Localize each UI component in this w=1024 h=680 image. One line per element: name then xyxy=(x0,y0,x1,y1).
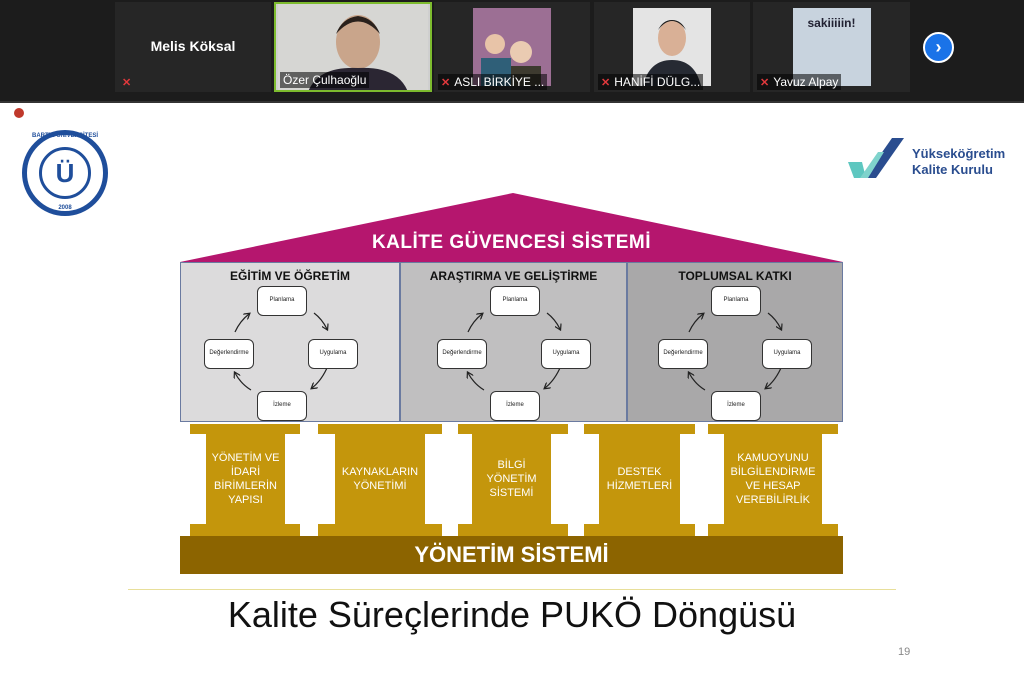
recording-indicator-icon xyxy=(14,108,24,118)
cycle-arrows-icon xyxy=(658,312,813,391)
roof xyxy=(180,193,843,262)
pillar-cap xyxy=(458,424,568,434)
panel-community: TOPLUMSAL KATKI Planlama Değerlendirme U… xyxy=(627,262,843,422)
pillar-base xyxy=(584,524,695,536)
cycle-arrows-icon xyxy=(204,312,359,391)
participant-strip: Melis Köksal ✕ Özer Çulhaoğlu ✕ASLI BİRK… xyxy=(0,0,1024,103)
foundation: YÖNETİM SİSTEMİ xyxy=(180,536,843,574)
participant-name: Yavuz Alpay xyxy=(773,75,839,89)
cycle-step-plan: Planlama xyxy=(490,286,540,316)
pillar-base xyxy=(190,524,300,536)
participant-tile[interactable]: sakiiiiin! ✕Yavuz Alpay xyxy=(753,2,910,92)
divider xyxy=(128,589,896,590)
cycle-step-plan: Planlama xyxy=(257,286,307,316)
participant-name: Özer Çulhaoğlu xyxy=(283,73,367,87)
logo-year: 2008 xyxy=(58,205,72,211)
muted-mic-icon: ✕ xyxy=(601,77,611,89)
pillar: BİLGİ YÖNETİM SİSTEMİ xyxy=(472,434,551,524)
cycle-step-check: İzleme xyxy=(257,391,307,421)
logo-emblem-icon: Ü xyxy=(39,147,91,199)
next-participants-button[interactable]: › xyxy=(923,32,954,63)
pillar: YÖNETİM VE İDARİ BİRİMLERİN YAPISI xyxy=(206,434,285,524)
cycle-step-plan: Planlama xyxy=(711,286,761,316)
roof-title: KALİTE GÜVENCESİ SİSTEMİ xyxy=(371,232,652,253)
logo-ring-text: BARTIN ÜNİVERSİTESİ xyxy=(31,133,98,139)
participant-tile[interactable]: Melis Köksal ✕ xyxy=(115,2,271,92)
pillar-cap xyxy=(318,424,442,434)
muted-mic-icon: ✕ xyxy=(760,77,770,89)
cycle-step-act: Değerlendirme xyxy=(658,339,708,369)
cycle-step-check: İzleme xyxy=(490,391,540,421)
cycle-step-do: Uygulama xyxy=(762,339,812,369)
pillar: DESTEK HİZMETLERİ xyxy=(599,434,680,524)
checkmark-logo-icon xyxy=(848,138,904,178)
cycle-step-do: Uygulama xyxy=(541,339,591,369)
participant-tile[interactable]: ✕HANİFİ DÜLG... xyxy=(594,2,750,92)
participant-tile[interactable]: Özer Çulhaoğlu xyxy=(274,2,432,92)
cycle-step-do: Uygulama xyxy=(308,339,358,369)
bartin-university-logo: BARTIN ÜNİVERSİTESİ Ü 2008 xyxy=(22,130,108,216)
pillar: KAYNAKLARIN YÖNETİMİ xyxy=(335,434,425,524)
pillar-cap xyxy=(190,424,300,434)
cycle-step-act: Değerlendirme xyxy=(437,339,487,369)
profile-photo: sakiiiiin! xyxy=(792,8,871,86)
participant-name: ASLI BİRKİYE ... xyxy=(454,75,545,89)
participant-name: HANİFİ DÜLG... xyxy=(614,75,701,89)
cycle-step-act: Değerlendirme xyxy=(204,339,254,369)
panel-education: EĞİTİM VE ÖĞRETİM Planlama Değerlendirme… xyxy=(180,262,400,422)
pillar-base xyxy=(458,524,568,536)
slide-title: Kalite Süreçlerinde PUKÖ Döngüsü xyxy=(227,594,797,635)
pillar-base xyxy=(318,524,442,536)
cycle-arrows-icon xyxy=(437,312,592,391)
pillar: KAMUOYUNU BİLGİLENDİRME VE HESAP VEREBİL… xyxy=(724,434,822,524)
pdca-cycle: Planlama Değerlendirme Uygulama İzleme xyxy=(437,286,592,426)
pillar-base xyxy=(708,524,838,536)
muted-mic-icon: ✕ xyxy=(441,77,451,89)
panel-title: EĞİTİM VE ÖĞRETİM xyxy=(229,269,350,283)
panel-title: ARAŞTIRMA VE GELİŞTİRME xyxy=(429,269,598,283)
panel-research: ARAŞTIRMA VE GELİŞTİRME Planlama Değerle… xyxy=(400,262,627,422)
pdca-cycle: Planlama Değerlendirme Uygulama İzleme xyxy=(204,286,359,426)
logo-line1: Yükseköğretim xyxy=(912,146,1006,161)
panel-title: TOPLUMSAL KATKI xyxy=(678,269,792,283)
participant-tile[interactable]: ✕ASLI BİRKİYE ... xyxy=(434,2,590,92)
page-number: 19 xyxy=(898,646,911,658)
logo-line2: Kalite Kurulu xyxy=(912,162,993,177)
chevron-right-icon: › xyxy=(935,37,942,57)
pillar-cap xyxy=(708,424,838,434)
pillar-cap xyxy=(584,424,695,434)
muted-mic-icon: ✕ xyxy=(122,77,132,89)
pdca-cycle: Planlama Değerlendirme Uygulama İzleme xyxy=(658,286,813,426)
cycle-step-check: İzleme xyxy=(711,391,761,421)
participant-name-large: Melis Köksal xyxy=(150,38,236,54)
